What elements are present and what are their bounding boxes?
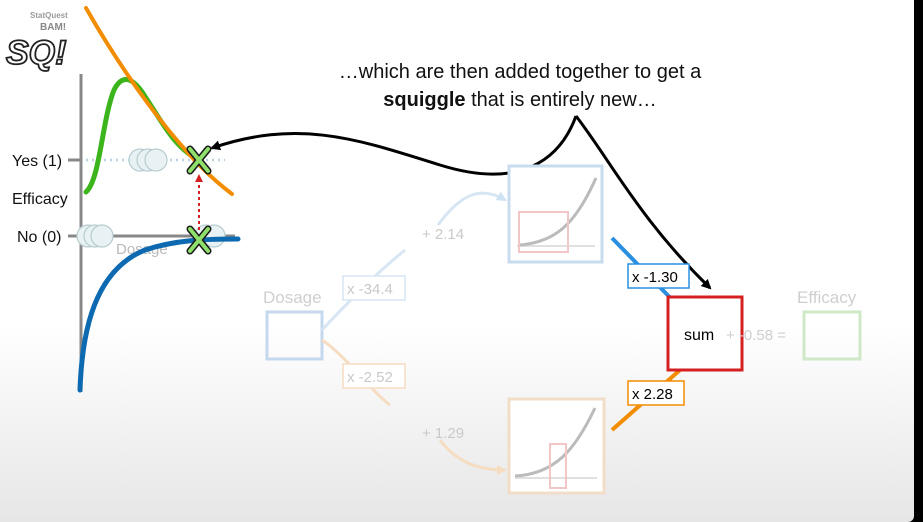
- final-bias-label: + -0.58 =: [726, 327, 786, 344]
- yes-label: Yes (1): [12, 153, 62, 170]
- caption-line-1: …which are then added together to get a: [339, 61, 702, 83]
- x-marker-bottom: [186, 225, 212, 255]
- top-activation-node: [507, 164, 604, 264]
- logo-bam-text: BAM!: [40, 22, 66, 33]
- left-plot: Yes (1) Efficacy No (0) Dosage: [12, 6, 241, 393]
- top-out-weight-box: [627, 263, 690, 289]
- sum-node: [666, 295, 744, 372]
- input-label: Dosage: [263, 288, 322, 307]
- top-connector-2: [436, 191, 507, 226]
- bottom-bias-label: + 1.29: [422, 425, 464, 442]
- logo-letters: SQ!: [6, 34, 66, 72]
- top-weight-label: x -34.4: [347, 281, 393, 298]
- data-point: [90, 224, 114, 248]
- bottom-out-weight-label: x 2.28: [632, 386, 673, 403]
- statquest-logo: StatQuest BAM! SQ!: [5, 11, 68, 73]
- network: Dosage x -34.4 + 2.14 x -2.52 + 1.29: [263, 164, 862, 495]
- no-label: No (0): [17, 229, 61, 246]
- yes-data-points: [128, 148, 168, 172]
- caption-line-2: squiggle that is entirely new…: [383, 89, 656, 111]
- bottom-weight-box: [342, 363, 406, 389]
- data-point: [144, 148, 168, 172]
- blue-curve: [77, 236, 241, 393]
- logo-top-text: StatQuest: [30, 11, 68, 20]
- output-label: Efficacy: [797, 288, 857, 307]
- bottom-connector-2: [438, 439, 507, 475]
- x-marker-top: [186, 145, 212, 175]
- input-node: [265, 310, 324, 361]
- sum-label: sum: [684, 327, 714, 344]
- bottom-out-weight-box: [627, 380, 685, 406]
- efficacy-label: Efficacy: [12, 191, 68, 208]
- output-node: [802, 310, 862, 361]
- bottom-activation-node: [507, 397, 606, 495]
- bottom-weight-label: x -2.52: [347, 369, 393, 386]
- top-out-weight-label: x -1.30: [632, 269, 678, 286]
- caption-bold-word: squiggle: [383, 89, 465, 111]
- caption-line-2-rest: that is entirely new…: [466, 89, 657, 111]
- black-arrow-to-plot: [210, 115, 578, 176]
- top-weight-box: [342, 275, 406, 301]
- top-bias-label: + 2.14: [422, 226, 464, 243]
